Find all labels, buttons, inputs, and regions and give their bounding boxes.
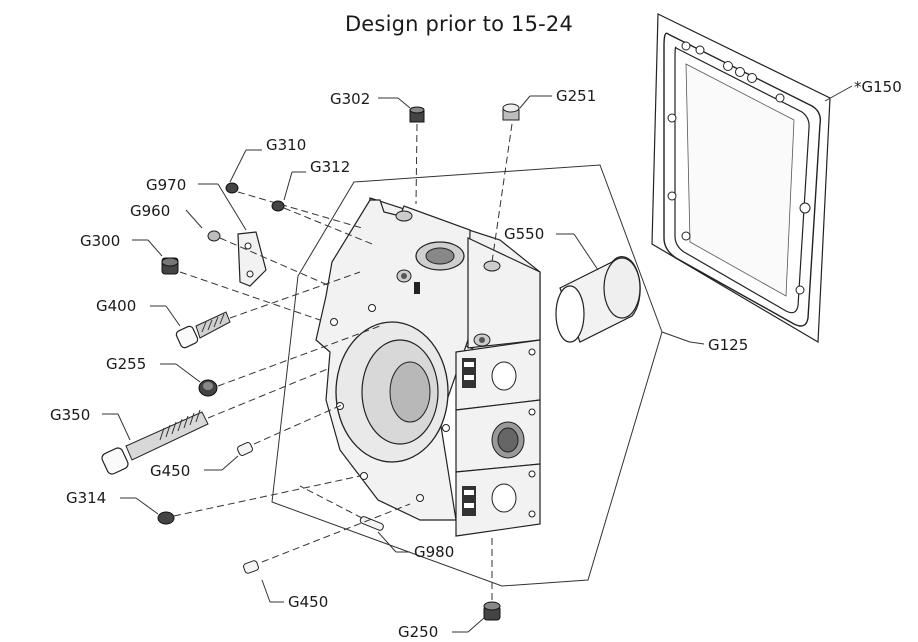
label-g302: G302 (330, 90, 370, 108)
label-g314: G314 (66, 489, 106, 507)
label-g310: G310 (266, 136, 306, 154)
plug-g255 (198, 379, 218, 397)
label-g450-lower: G450 (288, 593, 328, 611)
label-g150: *G150 (854, 78, 902, 96)
label-g125: G125 (708, 336, 748, 354)
label-g400: G400 (96, 297, 136, 315)
screw-g314 (157, 511, 175, 525)
label-g312: G312 (310, 158, 350, 176)
sleeve-g550 (555, 256, 641, 343)
diagram-title: Design prior to 15-24 (344, 12, 574, 36)
housing-g125-outline (271, 164, 663, 587)
dowel-g450-upper (237, 441, 253, 457)
bolt-g400 (175, 311, 231, 349)
label-g550: G550 (504, 225, 544, 243)
pin-g980 (359, 516, 384, 531)
bolt-g350 (101, 409, 209, 475)
label-g960: G960 (130, 202, 170, 220)
label-g250: G250 (398, 623, 438, 641)
plug-g302 (409, 106, 425, 123)
label-g450-upper: G450 (150, 462, 190, 480)
plug-g251 (502, 103, 520, 121)
label-g970: G970 (146, 176, 186, 194)
valve-housing (315, 197, 541, 537)
label-g300: G300 (80, 232, 120, 250)
screw-g960 (207, 230, 221, 242)
bracket-g970 (237, 231, 267, 287)
label-g350: G350 (50, 406, 90, 424)
label-g251: G251 (556, 87, 596, 105)
screw-g310 (225, 182, 239, 194)
label-g255: G255 (106, 355, 146, 373)
screw-g312 (271, 200, 285, 212)
label-g980: G980 (414, 543, 454, 561)
dowel-g450-lower (243, 560, 259, 574)
plug-g250 (483, 601, 501, 621)
plug-g300 (161, 257, 179, 275)
gasket-g150 (651, 13, 831, 344)
